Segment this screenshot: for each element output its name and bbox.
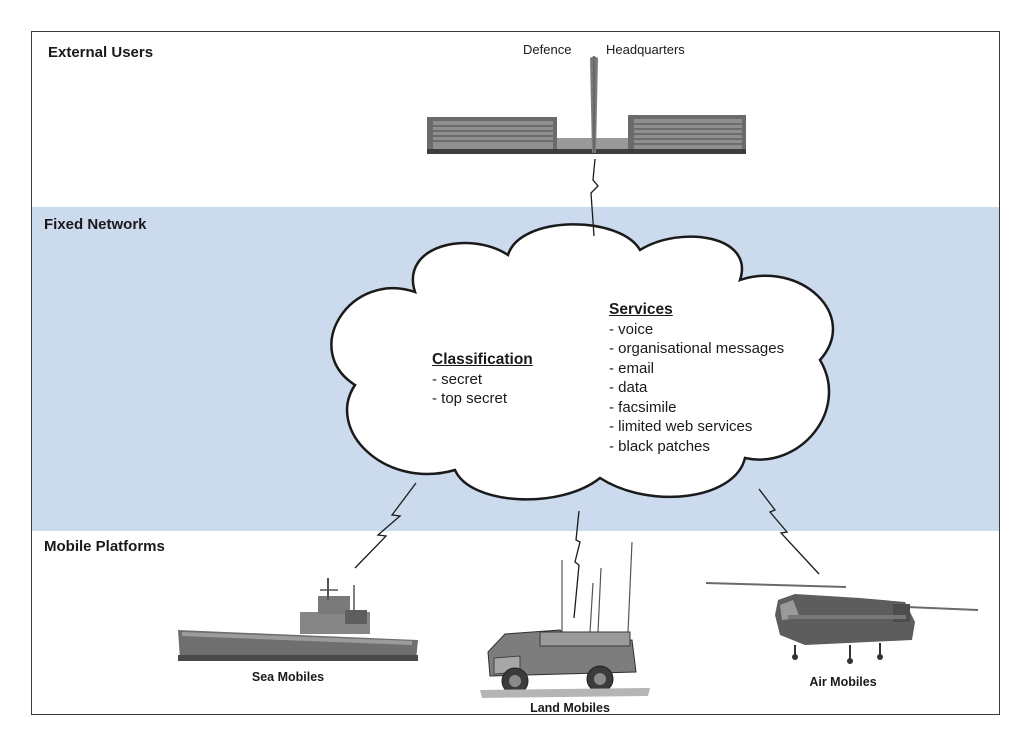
zone-label-mobile-platforms: Mobile Platforms [44, 538, 165, 555]
services-block: Services - voice - organisational messag… [609, 300, 784, 456]
services-item: - organisational messages [609, 340, 785, 357]
services-item: - facsimile [609, 398, 677, 416]
services-item: - black patches [609, 437, 710, 455]
classification-block: Classification - secret - top secret [432, 350, 533, 409]
zone-label-fixed-network: Fixed Network [44, 216, 147, 233]
services-item: - data [609, 379, 648, 396]
link-air-mobiles [758, 488, 820, 575]
link-sea-mobiles [354, 482, 417, 569]
services-item: - voice [609, 320, 654, 338]
classification-item: - secret [432, 370, 483, 388]
services-heading: Services [609, 301, 673, 318]
platform-label-sea-mobiles: Sea Mobiles [251, 670, 325, 684]
headquarters-label-defence: Defence [523, 42, 572, 57]
land-rover-image [480, 541, 650, 698]
link-headquarters [590, 158, 599, 237]
network-cloud-shape [330, 223, 835, 501]
headquarters-building-image [427, 56, 746, 154]
network-links [354, 158, 820, 619]
classification-item: - top secret [432, 390, 508, 407]
services-item: - limited web services [609, 418, 753, 435]
link-land-mobiles [573, 510, 581, 619]
services-item: - email [609, 359, 655, 377]
services-list: - voice - organisational messages - emai… [609, 320, 784, 457]
zone-label-external-users: External Users [48, 44, 154, 61]
patrol-boat-image [178, 578, 418, 661]
headquarters-label-headquarters: Headquarters [606, 42, 685, 57]
classification-heading: Classification [432, 351, 533, 368]
platform-label-air-mobiles: Air Mobiles [809, 675, 877, 689]
platform-label-land-mobiles: Land Mobiles [530, 701, 610, 715]
chinook-helicopter-image [705, 582, 979, 664]
classification-list: - secret - top secret [432, 370, 533, 409]
